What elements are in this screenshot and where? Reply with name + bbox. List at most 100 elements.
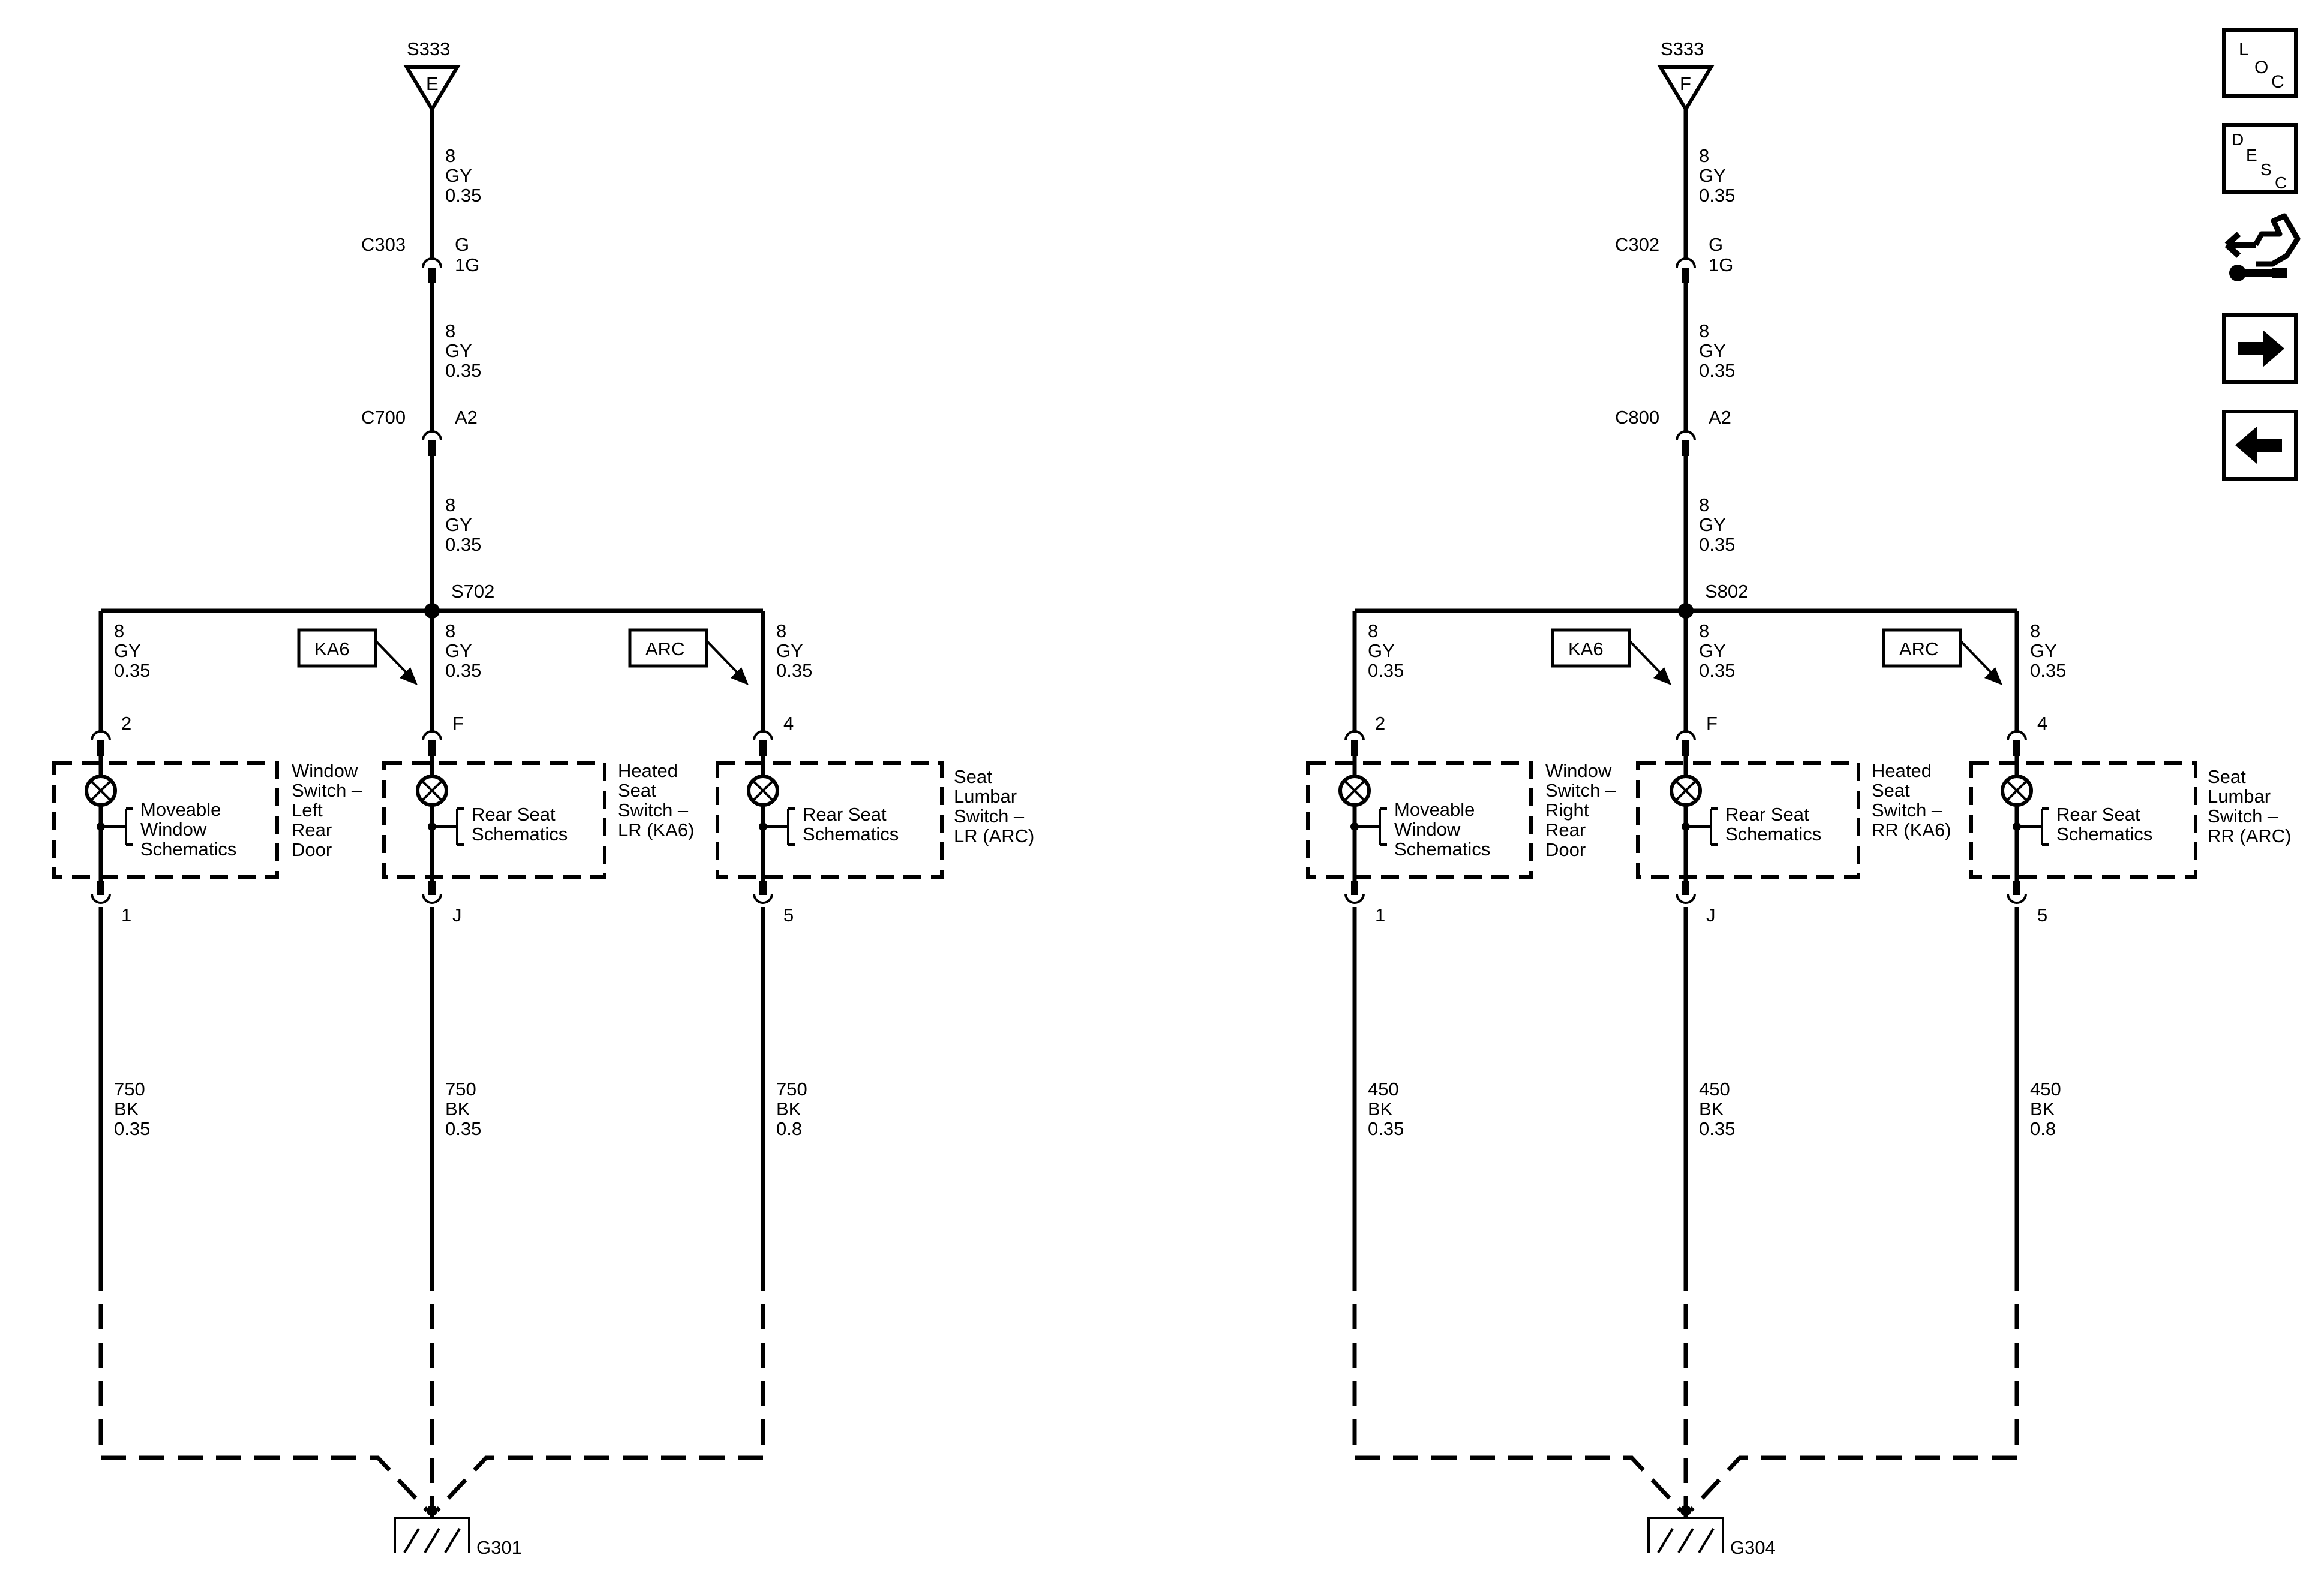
branch-wire-top-label-line-2: 0.35 [445,660,481,681]
description-button[interactable]: D E S C [2222,123,2298,194]
pin-bottom-label: 1 [1375,905,1385,926]
schematic-reference-bracket [101,807,133,846]
branch-wire-top-label-line-1: GY [445,640,472,661]
feed-wire-upper-label-line-2: 0.35 [445,185,481,206]
connector-bottom [1676,881,1696,904]
schematic-reference-bracket [1686,807,1718,846]
schematic-reference-label-line-1: Schematics [803,824,899,845]
option-arrow-head [400,667,418,685]
schematic-reference-label-line-0: Moveable [140,799,221,820]
component-name-line-0: Heated [618,760,678,781]
feed-wire-lower-label-line-1: GY [1699,514,1726,535]
schematic-reference-label-line-0: Rear Seat [2056,804,2140,825]
description-icon [2222,123,2298,194]
lamp-icon [85,775,117,807]
branch-wire-top-label-line-2: 0.35 [776,660,812,681]
lamp-cross [421,779,443,802]
location-button[interactable]: L O C [2222,28,2298,98]
connector-1-name: C303 [361,234,406,255]
connector-1 [1676,257,1696,283]
option-box [628,628,708,668]
feed-wire-lower-label-line-0: 8 [1699,494,1709,515]
connector-1-pin2: 1G [1709,254,1733,275]
branch-wire-bottom-label-line-0: 750 [445,1079,476,1100]
component-name-line-1: Seat [618,780,656,801]
connector-1-pin [1682,268,1689,283]
connector-end-view-button[interactable] [2224,213,2301,281]
desc-letter-e: E [2246,146,2257,164]
loc-letter-c: C [2271,72,2284,92]
feed-wire-upper-label-line-1: GY [445,165,472,186]
branch-wire-bottom-label-line-0: 750 [776,1079,807,1100]
component-name-line-2: Switch – [2208,806,2278,827]
lamp-icon [2001,775,2033,807]
desc-letter-d: D [2232,130,2244,149]
lamp-icon [747,775,779,807]
connector-top [91,730,111,756]
branch-1: 8GY0.352MoveableWindowSchematicsWindowSw… [52,611,362,1458]
component-name-line-1: Switch – [1545,780,1616,801]
pin-top-label: 2 [1375,713,1385,734]
branch-wire-top-label-line-0: 8 [1699,620,1709,641]
component-box [716,761,944,879]
feed-wire-lower-label-line-0: 8 [445,494,455,515]
branch-wire-bottom-label-line-2: 0.35 [114,1118,150,1139]
connector-bottom-pin [1351,881,1358,895]
connector-bottom-cavity [2007,893,2027,904]
branch-wire-top-label-line-1: GY [1368,640,1395,661]
component-name-line-0: Window [1545,760,1612,781]
connector-bottom [422,881,442,904]
next-page-button[interactable] [2222,313,2298,384]
branch-wire-top-label-line-2: 0.35 [1368,660,1404,681]
branch-wire-bottom-label-line-0: 750 [114,1079,145,1100]
connector-1-pin2: 1G [455,254,479,275]
option-arrow-head [1984,667,2002,685]
connector-bottom [753,881,773,904]
pin-bottom-label: J [1706,905,1716,926]
schematic-reference-label-line-1: Window [1394,819,1461,840]
option-arrow-line [705,640,743,678]
branch-wire-bottom-label-line-1: BK [776,1098,801,1119]
connector-2-pin: A2 [455,407,478,428]
branch-wire-bottom-label-line-1: BK [114,1098,139,1119]
connector-2-pin [428,440,436,456]
ground-dot [427,1505,437,1516]
component-name-line-2: Switch – [1872,800,1942,821]
desc-letter-s: S [2260,160,2272,179]
connector-2 [422,430,442,456]
loc-letter-o: O [2254,58,2268,77]
connector-top-cavity [91,730,111,741]
schematic-reference-label-line-1: Schematics [1725,824,1821,845]
branch-1: 8GY0.352MoveableWindowSchematicsWindowSw… [1306,611,1616,1458]
connector-bottom [91,881,111,904]
connector-1-cavity [422,257,442,268]
previous-page-button[interactable] [2222,410,2298,481]
nav-toolbar: L O C D E S C [2222,28,2301,481]
feed-wire-lower-label-line-2: 0.35 [1699,534,1735,555]
ground-dot [1680,1505,1691,1516]
connector-top-cavity [2007,730,2027,741]
branch-wire-top-label-line-2: 0.35 [1699,660,1735,681]
pin-top-label: 4 [2037,713,2047,734]
connector-top-cavity [422,730,442,741]
component-name-line-4: Door [292,839,332,860]
pin-top-label: F [1706,713,1718,734]
ground-rail-left [1355,1455,1683,1512]
component-name-line-3: LR (ARC) [954,825,1034,846]
component-name-line-1: Switch – [292,780,362,801]
feed-wire-lower-label-line-2: 0.35 [445,534,481,555]
source-letter: E [426,73,439,94]
pin-bottom-label: 5 [2037,905,2047,926]
component-name-line-3: Rear [1545,819,1586,840]
feed-wire-upper-label-line-1: GY [1699,165,1726,186]
schematic-reference-bracket [1355,807,1387,846]
pin-bottom-label: 5 [783,905,794,926]
component-name-line-3: LR (KA6) [618,819,694,840]
connector-2-cavity [422,430,442,441]
connector-bottom-pin [97,881,104,895]
option-arrow-head [1653,667,1671,685]
component-box [52,761,279,879]
connector-top-pin [759,740,767,756]
ground-icon [1647,1505,1724,1554]
